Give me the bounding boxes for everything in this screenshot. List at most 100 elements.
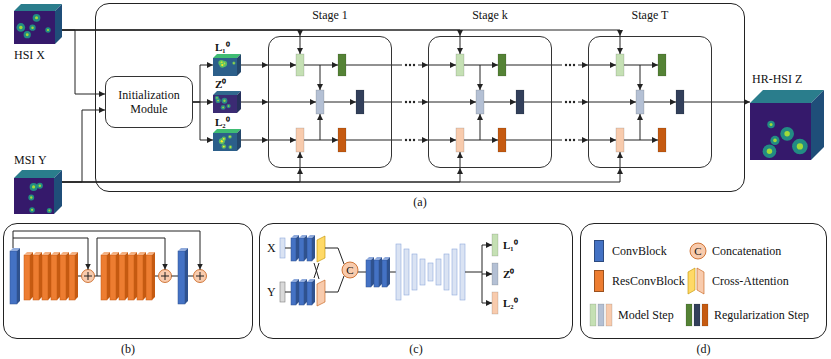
- cube-blob-core: [222, 106, 224, 108]
- cube-blob: [763, 144, 777, 158]
- output-label: L₂⁰: [503, 296, 518, 310]
- wire-line: [95, 276, 102, 277]
- cube-blob: [770, 136, 779, 145]
- cube-blob: [222, 98, 228, 104]
- cube-top: [14, 170, 62, 178]
- cube-front: [213, 58, 237, 76]
- block-front: [291, 282, 296, 305]
- block-side: [304, 235, 307, 261]
- cube-blob-core: [26, 33, 29, 36]
- block-front: [42, 255, 48, 300]
- ellipsis-dot: [565, 139, 567, 141]
- wire-line: [320, 65, 321, 90]
- add-circle: [82, 270, 95, 283]
- cross-link: [314, 263, 319, 278]
- wire-line: [428, 140, 456, 141]
- block-side: [39, 252, 42, 300]
- cube-blob: [16, 23, 25, 32]
- unet-layer: [436, 259, 441, 285]
- cross-attention: [317, 236, 325, 262]
- process-box: Initialization Module: [105, 76, 193, 128]
- block-front: [51, 255, 57, 300]
- block-side: [304, 279, 307, 305]
- block-front: [101, 255, 107, 300]
- block-side: [296, 235, 299, 261]
- stage-title: Stage 1: [268, 8, 392, 22]
- wire-line: [484, 102, 516, 103]
- stage-title: Stage T: [588, 8, 712, 22]
- cube-blob-core: [229, 136, 230, 137]
- unet-layer: [404, 249, 409, 295]
- resconv-block: [146, 252, 155, 300]
- stage-title: Stage k: [428, 8, 552, 22]
- wire-line: [78, 276, 82, 277]
- wire-line: [285, 248, 291, 249]
- ellipsis-dot: [413, 101, 415, 103]
- resconv-block: [24, 252, 33, 300]
- add-stroke: [165, 272, 166, 280]
- cube-blob: [47, 208, 52, 213]
- model-step-bar: [616, 54, 624, 76]
- stage-internals: [268, 36, 392, 168]
- unet-layer: [412, 254, 417, 290]
- wire-line: [482, 274, 492, 275]
- image-node: Z⁰: [213, 91, 241, 113]
- cube-blob-core: [216, 97, 218, 99]
- unet-layer: [444, 254, 449, 290]
- legend-swatch: [594, 270, 604, 292]
- wire-line: [325, 248, 344, 264]
- cube-blob: [232, 62, 235, 65]
- block-side: [371, 257, 374, 287]
- regularization-step-bar: [676, 90, 684, 114]
- block-side: [57, 252, 60, 300]
- conv-block: [307, 279, 315, 305]
- resconv-block: [69, 252, 78, 300]
- ellipsis-dot: [405, 101, 407, 103]
- conv-block: [307, 235, 315, 261]
- output-bar: [492, 292, 498, 314]
- connector: [193, 65, 213, 102]
- cube-blob-core: [230, 146, 232, 148]
- connector: [62, 110, 105, 182]
- wire-line: [325, 276, 344, 292]
- regularization-step-sample: [686, 304, 692, 326]
- block-side: [379, 257, 382, 287]
- block-front: [291, 238, 296, 261]
- image-node: MSI Y: [14, 170, 62, 214]
- add-circle: [194, 270, 207, 283]
- line-gap: [402, 137, 418, 143]
- cube-front: [213, 95, 237, 113]
- ellipsis-dot: [573, 64, 575, 66]
- cube-blob: [222, 144, 227, 149]
- block-front: [128, 255, 134, 300]
- wire-line: [390, 272, 396, 273]
- wire-line: [285, 292, 291, 293]
- cube-blob-core: [770, 123, 773, 126]
- conv-block: [366, 257, 374, 287]
- regularization-step-bar: [338, 128, 346, 152]
- stage-box: Stage 1: [268, 36, 392, 168]
- block-side: [152, 252, 155, 300]
- ellipsis-dot: [573, 139, 575, 141]
- legend-text: Cross-Attention: [712, 274, 789, 288]
- wire-line: [482, 303, 492, 304]
- block-front: [137, 255, 143, 300]
- block-side: [134, 252, 137, 300]
- wire-line: [346, 65, 392, 66]
- block-front: [60, 255, 66, 300]
- output-bar: [492, 234, 498, 256]
- legend-text: Concatenation: [712, 244, 781, 258]
- line-gap: [562, 99, 578, 105]
- cube-top: [14, 4, 62, 11]
- block-front: [382, 260, 387, 287]
- block-side: [30, 252, 33, 300]
- ellipsis-dot: [413, 139, 415, 141]
- block-front: [299, 238, 304, 261]
- resconv-block: [137, 252, 146, 300]
- ellipsis-dot: [569, 101, 571, 103]
- wire-line: [324, 102, 356, 103]
- regularization-step-bar: [498, 54, 506, 76]
